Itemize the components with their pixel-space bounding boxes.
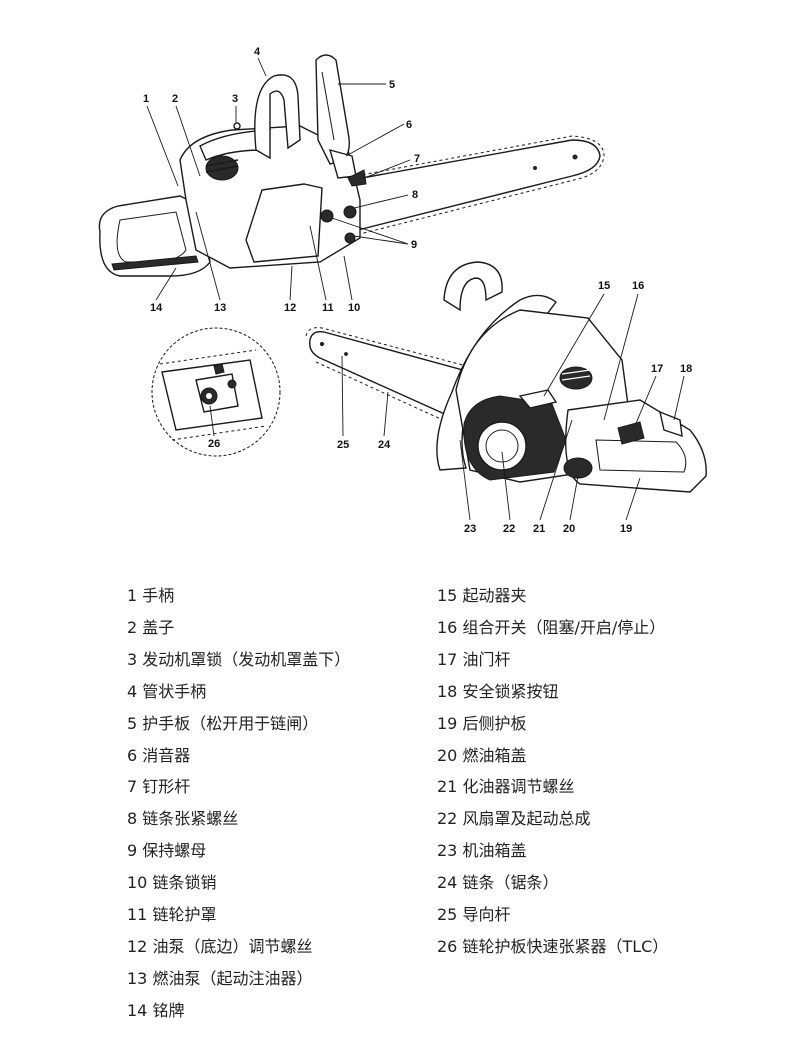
- callout-24: 24: [378, 439, 391, 451]
- callout-13: 13: [214, 302, 226, 314]
- callout-18: 18: [680, 363, 692, 375]
- callout-26: 26: [208, 438, 220, 450]
- inset-tlc-detail: 26: [151, 327, 281, 457]
- legend-item: 2 盖子: [127, 617, 175, 637]
- engine-vent: [205, 155, 239, 181]
- legend-item: 19 后侧护板: [437, 713, 527, 733]
- legend-item: 14 铭牌: [127, 1000, 185, 1020]
- legend-item: 7 钉形杆: [127, 777, 191, 797]
- legend-item: 8 链条张紧螺丝: [127, 809, 239, 829]
- callout-6: 6: [406, 119, 412, 131]
- legend-item: 18 安全锁紧按钮: [437, 681, 559, 701]
- callout-4: 4: [254, 46, 261, 58]
- callout-5: 5: [389, 79, 395, 91]
- legend-item: 3 发动机罩锁（发动机罩盖下）: [127, 649, 351, 669]
- callout-7: 7: [414, 153, 420, 165]
- callouts-side-view: 1 2 3 4 5 6 7 8 9 10 11 12 13 14: [143, 46, 420, 314]
- legend-item: 25 导向杆: [437, 905, 511, 925]
- callout-16: 16: [632, 280, 644, 292]
- guide-bar-top: [339, 139, 601, 233]
- callout-21: 21: [533, 523, 545, 535]
- chainsaw-side-view: [98, 54, 605, 277]
- legend-item: 6 消音器: [127, 745, 191, 765]
- tubular-handle: [254, 74, 301, 160]
- callout-17: 17: [651, 363, 663, 375]
- legend-item: 17 油门杆: [437, 649, 511, 669]
- legend-item: 4 管状手柄: [127, 681, 207, 701]
- legend-item: 9 保持螺母: [127, 841, 207, 861]
- callout-23: 23: [464, 523, 476, 535]
- legend-item: 22 风扇罩及起动总成: [437, 809, 591, 829]
- legend-item: 1 手柄: [127, 586, 175, 605]
- callout-12: 12: [284, 302, 296, 314]
- legend-item: 20 燃油箱盖: [437, 745, 527, 765]
- legend-item: 23 机油箱盖: [437, 841, 527, 861]
- rear-handle-2: [565, 399, 707, 493]
- callout-3: 3: [232, 93, 238, 105]
- callout-22: 22: [503, 523, 515, 535]
- callout-10: 10: [348, 302, 360, 314]
- callout-25: 25: [337, 439, 349, 451]
- legend-item: 24 链条（锯条）: [437, 873, 559, 893]
- legend-item: 11 链轮护罩: [127, 905, 217, 925]
- chainsaw-rear-view: [305, 261, 707, 493]
- callout-19: 19: [620, 523, 632, 535]
- legend-item: 16 组合开关（阻塞/开启/停止）: [437, 617, 666, 637]
- sprocket-cover: [245, 183, 323, 263]
- callout-14: 14: [150, 302, 163, 314]
- callout-11: 11: [322, 302, 334, 314]
- legend-item: 12 油泵（底边）调节螺丝: [127, 936, 313, 956]
- chainsaw-parts-diagram: 1 2 3 4 5 6 7 8 9 10 11 12 13 14: [98, 46, 707, 535]
- rear-handle-1: [98, 195, 211, 277]
- legend-item: 10 链条锁销: [127, 873, 217, 893]
- callout-1: 1: [143, 93, 149, 105]
- legend-item: 13 燃油泵（起动注油器）: [127, 968, 313, 988]
- legend-item: 15 起动器夹: [437, 586, 527, 605]
- legend-item: 21 化油器调节螺丝: [437, 777, 575, 797]
- legend-right-column: 15 起动器夹 16 组合开关（阻塞/开启/停止） 17 油门杆 18 安全锁紧…: [437, 580, 668, 963]
- legend-item: 26 链轮护板快速张紧器（TLC）: [437, 936, 669, 956]
- legend-left-column: 1 手柄 2 盖子 3 发动机罩锁（发动机罩盖下） 4 管状手柄 5 护手板（松…: [127, 580, 350, 1027]
- legend-item: 5 护手板（松开用于链闸）: [127, 713, 319, 733]
- callout-20: 20: [563, 523, 575, 535]
- callout-8: 8: [412, 189, 418, 201]
- callouts-rear-view: 15 16 17 18 19 20 21 22 23 24 25: [337, 280, 692, 535]
- callout-15: 15: [598, 280, 610, 292]
- callout-2: 2: [172, 93, 178, 105]
- chain-top: [344, 135, 605, 237]
- callout-9: 9: [411, 239, 417, 251]
